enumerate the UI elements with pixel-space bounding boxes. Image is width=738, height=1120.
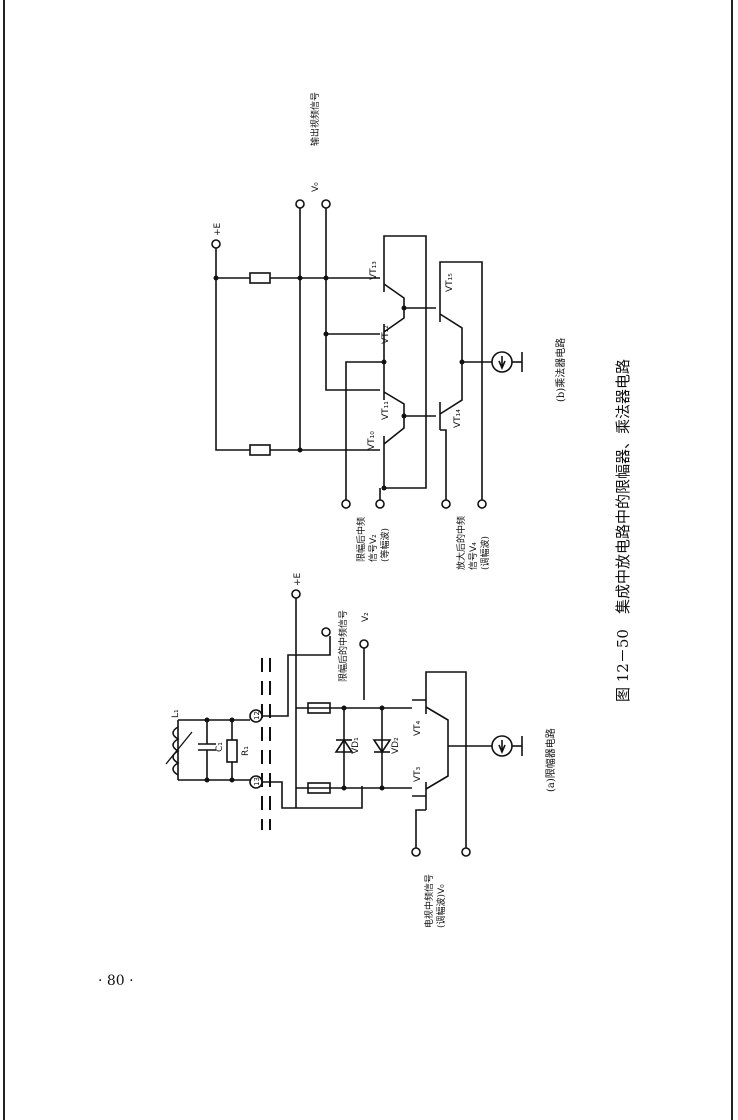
label-input-b-left-1: 限幅后中频 xyxy=(355,517,367,562)
resistor-bottom-icon xyxy=(307,782,331,794)
junction-dot xyxy=(379,705,385,711)
label-input-b-left-3: (等幅波) xyxy=(379,528,391,562)
vt13-vt12-emitters xyxy=(383,283,405,333)
junction-dot xyxy=(459,359,465,365)
input-terminal-b-v2 xyxy=(341,499,351,509)
page-edge-right xyxy=(731,0,733,1120)
label-input-b-left-2: 信号V₂ xyxy=(367,534,379,562)
left-supply-rail xyxy=(215,248,380,451)
collector-leads xyxy=(412,699,426,797)
junction-dot xyxy=(341,705,347,711)
v2-input-lead xyxy=(345,361,370,500)
figure-caption: 图 12－50 集成中放电路中的限幅器、乘法器电路 xyxy=(614,359,632,702)
vt3-base-input xyxy=(415,809,426,848)
label-vt11: VT₁₁ xyxy=(381,401,391,420)
label-vt10: VT₁₀ xyxy=(367,431,377,450)
label-input-b-right-1: 放大后的中频 xyxy=(455,516,467,570)
junction-dot xyxy=(297,275,303,281)
label-supply-b: +E xyxy=(213,222,223,236)
input-terminal-b-v4 xyxy=(441,499,451,509)
output-terminal-b1 xyxy=(295,199,305,209)
supply-terminal-a xyxy=(291,589,301,599)
label-output-a: 限幅后的中频信号 xyxy=(337,610,349,682)
junction-dot xyxy=(379,785,385,791)
page-number: · 80 · xyxy=(98,973,134,989)
junction-dot xyxy=(381,359,387,365)
ref-terminal-a xyxy=(461,847,471,857)
diode-vd2-icon xyxy=(372,739,392,754)
junction-dot xyxy=(229,777,235,783)
current-arrow-a xyxy=(498,740,506,755)
page-edge-left xyxy=(3,0,5,1120)
label-l1: L₁ xyxy=(171,709,181,718)
emitter-tail xyxy=(425,706,449,790)
junction-dot xyxy=(204,777,210,783)
label-v0-b: V₀ xyxy=(311,182,321,192)
junction-dot xyxy=(297,447,303,453)
junction-dot xyxy=(323,275,329,281)
output-terminal-a xyxy=(321,627,331,637)
label-vt15: VT₁₅ xyxy=(445,273,455,292)
lower-bus xyxy=(262,781,363,809)
label-output-b: 输出视频信号 xyxy=(309,92,321,146)
figure-a-limiter: L₁ C₁ R₁ 12 13 VD₁ VD₂ VT₄ VT₃ +E 限幅后的中频… xyxy=(165,572,557,928)
diode-rails xyxy=(296,707,412,789)
label-pin-13: 13 xyxy=(253,777,261,786)
caption-a: (a)限幅器电路 xyxy=(544,728,557,792)
supply-terminal-b xyxy=(211,239,221,249)
label-vt12: VT₁₂ xyxy=(381,325,391,344)
vt15-base-return xyxy=(439,261,483,500)
label-supply-a: +E xyxy=(293,572,303,586)
inductor-l1-icon xyxy=(172,726,180,776)
junction-dot xyxy=(213,275,219,281)
diode-vd1-icon xyxy=(334,738,354,753)
label-vt4: VT₄ xyxy=(413,720,423,736)
ref-terminal-b2 xyxy=(477,499,487,509)
v2-terminal-a xyxy=(359,639,369,649)
figure-b-multiplier: +E V₀ 输出视频信号 VT₁₃ VT₁₂ VT₁₁ VT₁₀ VT₁₅ VT… xyxy=(211,92,567,570)
input-terminal-a xyxy=(411,847,421,857)
ref-terminal-b xyxy=(375,499,385,509)
label-pin-12: 12 xyxy=(253,711,261,720)
label-c1: C₁ xyxy=(215,742,225,752)
resistor-top-icon xyxy=(307,702,331,714)
resistor-r1-icon xyxy=(226,739,238,763)
inductor-adjust-arrow xyxy=(165,731,193,765)
vt4-base-return xyxy=(425,671,467,848)
label-vd1: VD₁ xyxy=(351,737,361,754)
label-input-b-right-2: 信号V₄ xyxy=(467,542,479,570)
label-r1: R₁ xyxy=(241,746,251,756)
caption-b: (b)乘法器电路 xyxy=(554,338,567,402)
label-v2-a: V₂ xyxy=(361,612,371,622)
load-resistor-bottom-icon xyxy=(249,444,271,456)
label-input-a-1: 电视中频信号 xyxy=(423,874,435,928)
output-line-2 xyxy=(325,208,380,391)
bias-loop xyxy=(383,235,427,489)
load-resistor-top-icon xyxy=(249,272,271,284)
label-vt14: VT₁₄ xyxy=(453,409,463,428)
label-vt3: VT₃ xyxy=(413,766,423,782)
label-vt13: VT₁₃ xyxy=(369,261,379,280)
lower-emitter-tail xyxy=(439,313,463,415)
v4-input-lead xyxy=(440,429,447,500)
junction-dot xyxy=(341,785,347,791)
output-terminal-b2 xyxy=(321,199,331,209)
junction-dot xyxy=(229,717,235,723)
junction-dot xyxy=(204,717,210,723)
label-vd2: VD₂ xyxy=(391,737,401,754)
upper-bus-to-output xyxy=(262,636,331,717)
current-arrow-b xyxy=(498,356,506,371)
label-input-b-right-3: (调幅波) xyxy=(479,536,491,570)
junction-dot xyxy=(381,485,387,491)
label-input-a-2: (调幅波)V₀ xyxy=(435,884,447,928)
